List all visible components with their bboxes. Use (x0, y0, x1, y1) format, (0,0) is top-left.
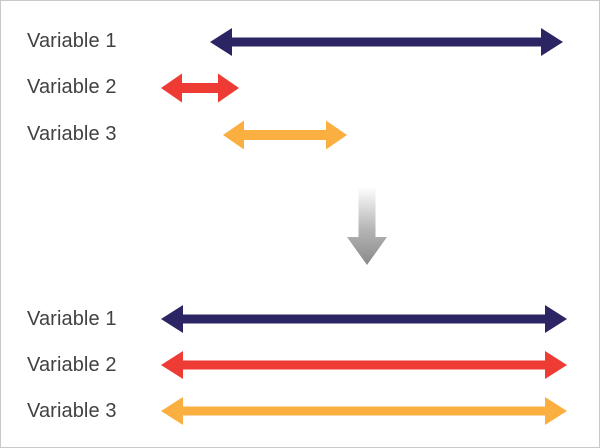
bottom-row-1-label: Variable 1 (27, 308, 117, 330)
bottom-row-arrow-1 (161, 305, 567, 333)
bottom-row-2-label: Variable 2 (27, 354, 117, 376)
bottom-row-3-label: Variable 3 (27, 400, 117, 422)
bottom-row-arrow-2 (161, 351, 567, 379)
top-row-3-label: Variable 3 (27, 123, 117, 145)
top-row-arrow-1 (210, 28, 563, 56)
bottom-row-arrow-3 (161, 397, 567, 425)
top-row-1-label: Variable 1 (27, 30, 117, 52)
top-row-arrow-3 (223, 120, 347, 150)
top-row-2-label: Variable 2 (27, 76, 117, 98)
transition-down-arrow (347, 187, 387, 265)
top-row-arrow-2 (161, 73, 239, 103)
